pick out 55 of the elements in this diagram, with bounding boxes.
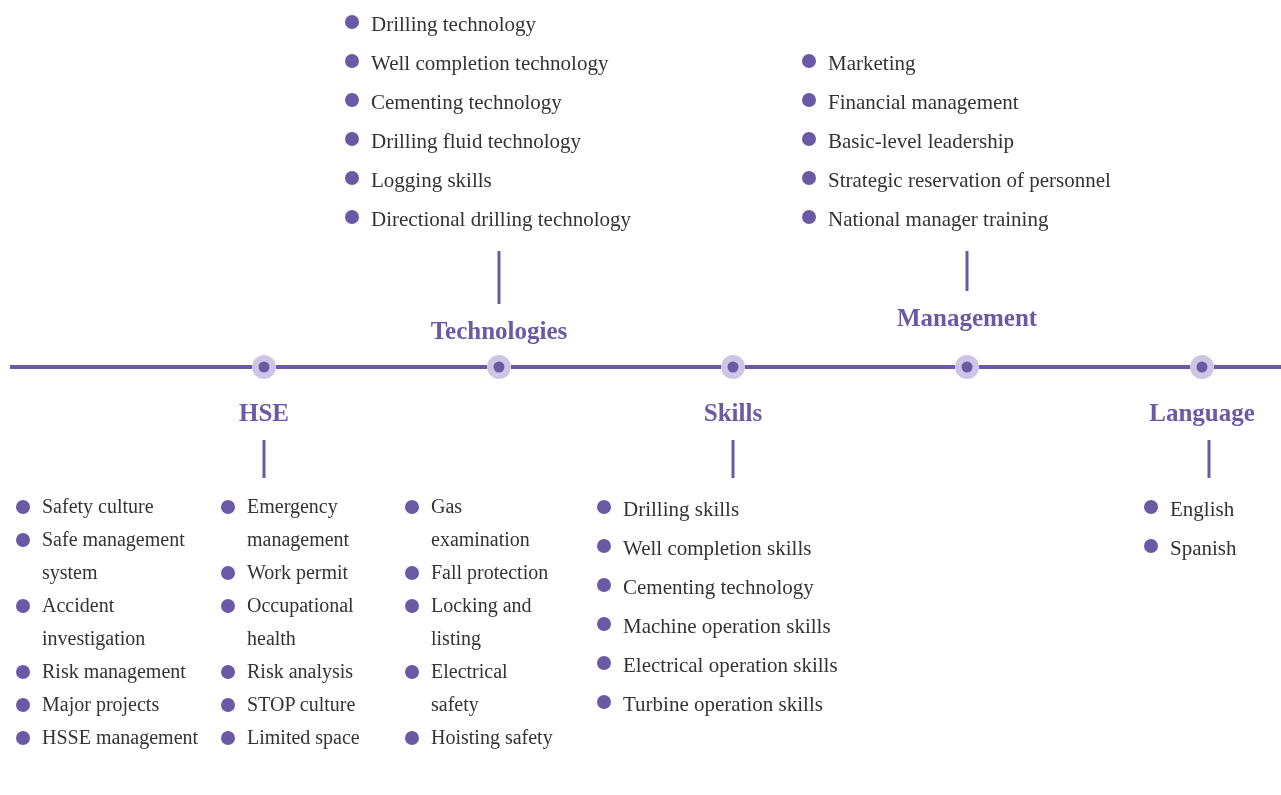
list-item: Risk analysis — [221, 655, 387, 688]
category-label: Skills — [673, 398, 793, 428]
list-item: Major projects — [16, 688, 208, 721]
list-item: Drilling technology — [345, 5, 675, 44]
list-item: English — [1144, 490, 1274, 529]
list-item: Work permit — [221, 556, 387, 589]
list-item: Directional drilling technology — [345, 200, 675, 239]
list-item: Drilling fluid technology — [345, 122, 675, 161]
timeline-dot — [487, 355, 511, 379]
timeline-line — [511, 365, 721, 369]
connector-line — [1207, 440, 1211, 478]
list-item: National manager training — [802, 200, 1147, 239]
timeline-dot — [1190, 355, 1214, 379]
connector-line — [497, 251, 501, 304]
list-item: Cementing technology — [345, 83, 675, 122]
list-item: Fall protection — [405, 556, 555, 589]
timeline-line — [745, 365, 955, 369]
list-item: Risk management — [16, 655, 208, 688]
timeline-dot — [252, 355, 276, 379]
list-item: Safety culture — [16, 490, 208, 523]
connector-line — [965, 251, 969, 291]
list-item: Occupational health — [221, 589, 387, 655]
category-label: HSE — [204, 398, 324, 428]
list-item: Well completion skills — [597, 529, 887, 568]
timeline-dot — [721, 355, 745, 379]
timeline-line — [979, 365, 1190, 369]
list-item: HSSE management — [16, 721, 208, 754]
list-item: Emergency management — [221, 490, 387, 556]
list-item: Turbine operation skills — [597, 685, 887, 724]
list-item: Basic-level leadership — [802, 122, 1147, 161]
list-item: Hoisting safety — [405, 721, 555, 754]
list-item: Well completion technology — [345, 44, 675, 83]
category-label: Technologies — [409, 316, 589, 346]
list-item: Locking and listing — [405, 589, 555, 655]
list-item: Gas examination — [405, 490, 555, 556]
connector-line — [731, 440, 735, 478]
list-item: Marketing — [802, 44, 1147, 83]
list-item: STOP culture — [221, 688, 387, 721]
list-item: Electrical operation skills — [597, 646, 887, 685]
connector-line — [262, 440, 266, 478]
category-label: Management — [877, 303, 1057, 333]
list-item: Accident investigation — [16, 589, 208, 655]
list-item: Strategic reservation of personnel — [802, 161, 1147, 200]
list-item: Safe management system — [16, 523, 208, 589]
category-label: Language — [1132, 398, 1272, 428]
timeline-dot — [955, 355, 979, 379]
list-item: Cementing technology — [597, 568, 887, 607]
timeline-line — [276, 365, 487, 369]
list-item: Drilling skills — [597, 490, 887, 529]
list-item: Spanish — [1144, 529, 1274, 568]
list-item: Electrical safety — [405, 655, 555, 721]
list-item: Financial management — [802, 83, 1147, 122]
list-item: Logging skills — [345, 161, 675, 200]
list-item: Limited space — [221, 721, 387, 754]
list-item: Machine operation skills — [597, 607, 887, 646]
